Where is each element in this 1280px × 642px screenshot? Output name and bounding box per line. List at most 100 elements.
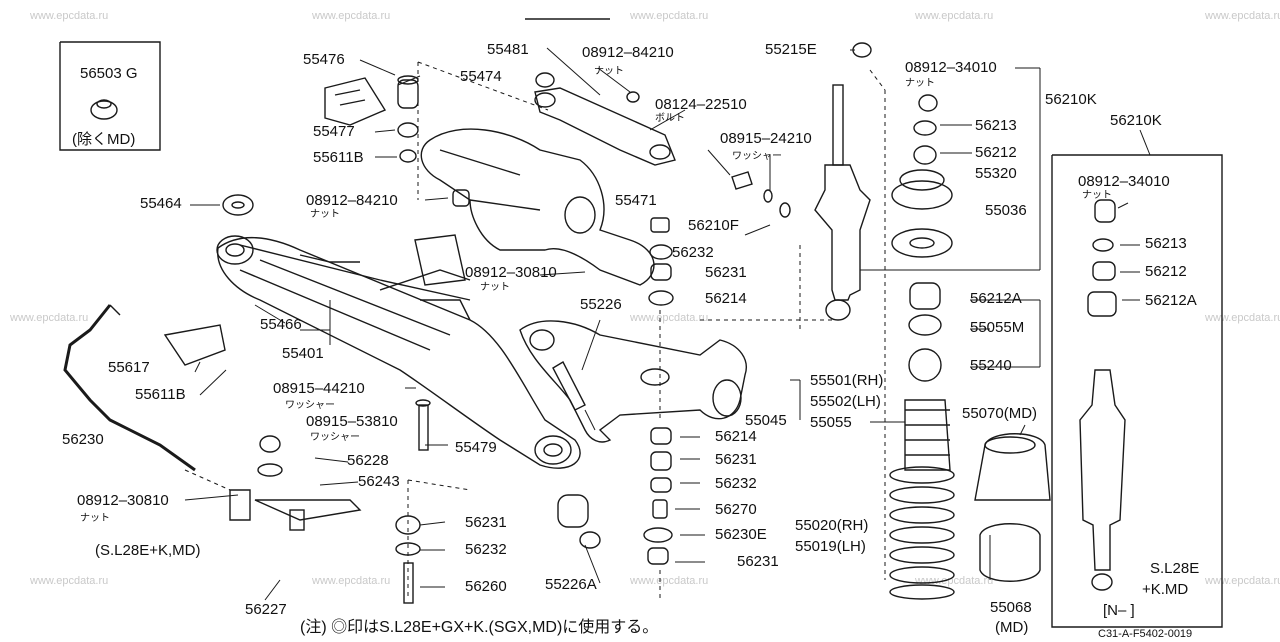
footnote: (注) ◎印はS.L28E+GX+K.(SGX,MD)に使用する。 [300, 619, 659, 636]
bolt-08124 [731, 171, 753, 190]
inset-box-56503g [59, 41, 161, 151]
part-label: 08124–22510 [655, 96, 747, 113]
part-label: 08912–34010 [905, 59, 997, 76]
part-label: 08912–84210 [582, 44, 674, 61]
part-label: 08915–44210 [273, 380, 365, 397]
mount-55320 [891, 180, 953, 210]
part-label: 55068 [990, 599, 1032, 616]
part-label: 08912–30810 [77, 492, 169, 509]
part-label: 56230E [715, 526, 767, 543]
insulator-55474 [535, 72, 555, 88]
part-note: ワッシャー [285, 400, 335, 411]
part-label: 56210K [1045, 91, 1097, 108]
part-label: 56232 [715, 475, 757, 492]
part-note: [N– ] [1103, 602, 1135, 619]
stabilizer-bar [63, 304, 196, 472]
leader-lines [184, 47, 1151, 601]
part-label: 55401 [282, 345, 324, 362]
part-note: ナット [1082, 190, 1112, 201]
shock-alt [1079, 369, 1126, 571]
nut-55611b [399, 149, 417, 163]
part-label: 08915–53810 [306, 413, 398, 430]
part-label: 08912–34010 [1078, 173, 1170, 190]
bump-stop-icon [90, 100, 118, 120]
part-label: 55481 [487, 41, 529, 58]
bushing-55045 [557, 494, 589, 528]
part-label: 56231 [705, 264, 747, 281]
bump-stop-56212a [909, 282, 941, 310]
part-label: 55215E [765, 41, 817, 58]
watermark: www.epcdata.ru [1205, 10, 1280, 22]
watermark: www.epcdata.ru [312, 575, 391, 587]
part-label: 56214 [715, 428, 757, 445]
part-label: 56231 [715, 451, 757, 468]
part-label: 56213 [975, 117, 1017, 134]
part-label: 55464 [140, 195, 182, 212]
part-label: 55055 [810, 414, 852, 431]
watermark: www.epcdata.ru [30, 10, 109, 22]
part-label: 56231 [465, 514, 507, 531]
part-label: 55501(RH) [810, 372, 884, 389]
part-label: 08912–30810 [465, 264, 557, 281]
part-note: (S.L28E+K,MD) [95, 542, 201, 559]
part-label: 08912–84210 [306, 192, 398, 209]
coil-spring [889, 466, 955, 600]
watermark: www.epcdata.ru [312, 10, 391, 22]
part-label: 55617 [108, 359, 150, 376]
part-label: 55055M [970, 319, 1025, 336]
member-55481 [534, 87, 676, 166]
part-note: (MD) [995, 619, 1029, 636]
part-label: 55477 [313, 123, 355, 140]
watermark: www.epcdata.ru [915, 575, 994, 587]
lower-arm-55501 [519, 320, 747, 443]
part-note: (除くMD) [72, 131, 136, 148]
part-label: 55479 [455, 439, 497, 456]
part-label: 55019(LH) [795, 538, 866, 555]
part-label: 55611B [313, 149, 364, 166]
part-label: 55611B [135, 386, 186, 403]
part-label: 56270 [715, 501, 757, 518]
part-label: 56214 [705, 290, 747, 307]
differential [414, 128, 655, 286]
boot-55055 [904, 399, 951, 471]
part-label: 55502(LH) [810, 393, 881, 410]
part-label: 56260 [465, 578, 507, 595]
part-label: 55476 [303, 51, 345, 68]
part-note: ナット [594, 66, 624, 77]
watermark: www.epcdata.ru [10, 312, 89, 324]
part-label: 55036 [985, 202, 1027, 219]
part-label: 55466 [260, 316, 302, 333]
bolt-55226 [552, 361, 586, 411]
inset-box-56210k [1051, 154, 1223, 628]
part-note: ワッシャー [310, 432, 360, 443]
part-label: 55320 [975, 165, 1017, 182]
part-label: 55020(RH) [795, 517, 869, 534]
part-label: 56227 [245, 601, 287, 618]
shock-absorber [814, 42, 872, 321]
cap-55070 [974, 433, 1051, 501]
part-label: 56212 [975, 144, 1017, 161]
watermark: www.epcdata.ru [30, 575, 109, 587]
watermark: www.epcdata.ru [630, 575, 709, 587]
part-note: ナット [310, 209, 340, 220]
part-label: 56232 [465, 541, 507, 558]
washer-55477 [397, 122, 419, 138]
part-label: 56212A [1145, 292, 1197, 309]
part-note: +K.MD [1142, 581, 1189, 598]
watermark: www.epcdata.ru [630, 312, 709, 324]
drawing-code: C31-A-F5402-0019 [1098, 628, 1193, 640]
watermark: www.epcdata.ru [915, 10, 994, 22]
part-label: 55474 [460, 68, 502, 85]
part-label: 55471 [615, 192, 657, 209]
part-label: 56243 [358, 473, 400, 490]
guide-lines [184, 61, 886, 600]
watermark: www.epcdata.ru [1205, 575, 1280, 587]
part-label: 55226 [580, 296, 622, 313]
part-label: 56228 [347, 452, 389, 469]
cap-55068 [979, 523, 1041, 582]
part-note: ボルト [655, 113, 685, 124]
nut-08912 [626, 91, 640, 103]
part-note: ナット [480, 282, 510, 293]
